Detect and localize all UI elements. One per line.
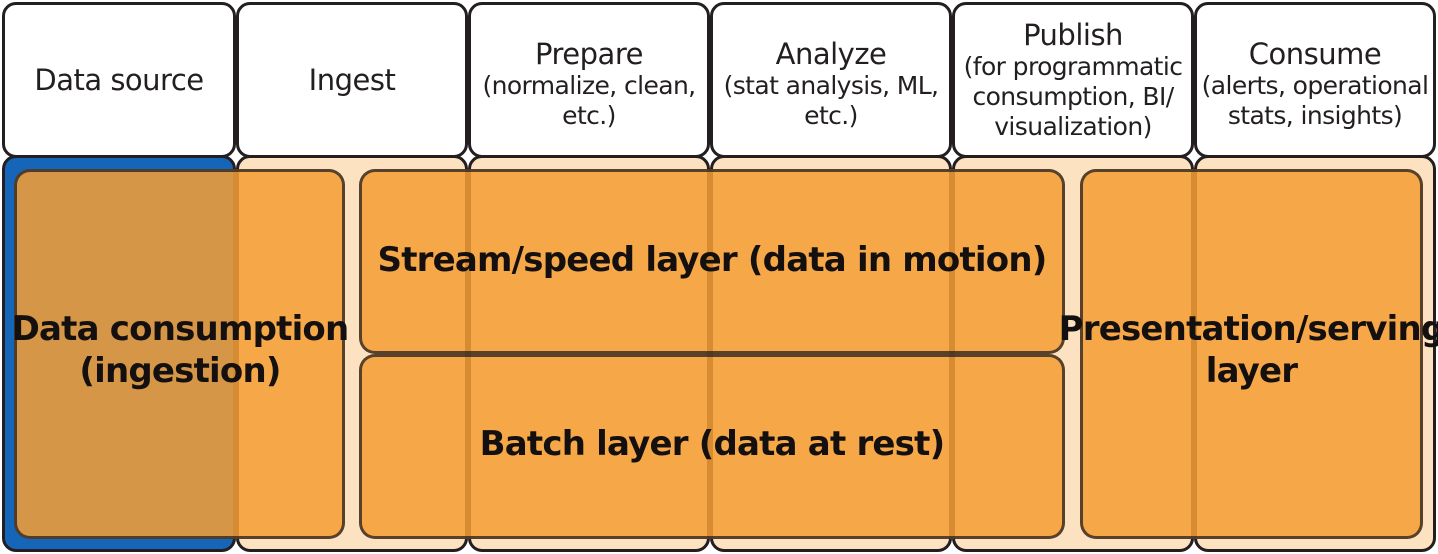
stage-subtitle-line: etc.) [562, 101, 616, 130]
label-line: Stream/speed layer (data in motion) [377, 240, 1048, 280]
stage-subtitle-line: (for programmatic [963, 52, 1183, 81]
presentation-serving-layer [1080, 169, 1423, 539]
stage-prepare: Prepare (normalize, clean, etc.) [468, 2, 710, 158]
stage-subtitle-line: (stat analysis, ML, [723, 71, 939, 100]
stage-ingest: Ingest [236, 2, 468, 158]
stage-subtitle-line: consumption, BI/ [972, 82, 1174, 111]
batch-layer-label: Batch layer (data at rest) [359, 414, 1065, 474]
data-consumption-layer [14, 169, 345, 539]
stage-title: Ingest [308, 63, 396, 97]
stage-title: Analyze [775, 37, 887, 71]
label-line: (ingestion) [79, 351, 281, 391]
presentation-layer-label: Presentation/serving layer [1059, 300, 1438, 400]
label-line: Data consumption [11, 309, 350, 349]
label-line: Presentation/serving [1058, 309, 1438, 349]
stream-speed-layer [359, 169, 1065, 354]
stage-subtitle-line: etc.) [804, 101, 858, 130]
batch-layer [359, 354, 1065, 539]
stage-publish: Publish (for programmatic consumption, B… [952, 2, 1194, 158]
label-line: layer [1205, 351, 1298, 391]
stage-analyze: Analyze (stat analysis, ML, etc.) [710, 2, 952, 158]
stage-title: Consume [1248, 37, 1382, 71]
stage-subtitle-line: stats, insights) [1227, 101, 1403, 130]
stage-title: Publish [1023, 18, 1123, 52]
stage-title: Prepare [535, 37, 643, 71]
stage-subtitle-line: (normalize, clean, [482, 71, 696, 100]
stage-data-source: Data source [2, 2, 236, 158]
stream-layer-label: Stream/speed layer (data in motion) [359, 230, 1065, 290]
stage-title: Data source [34, 63, 204, 97]
label-line: Batch layer (data at rest) [479, 424, 945, 464]
data-consumption-label: Data consumption (ingestion) [10, 300, 350, 400]
stage-subtitle-line: visualization) [994, 112, 1152, 141]
stage-consume: Consume (alerts, operational stats, insi… [1194, 2, 1436, 158]
stage-subtitle-line: (alerts, operational [1201, 71, 1429, 100]
